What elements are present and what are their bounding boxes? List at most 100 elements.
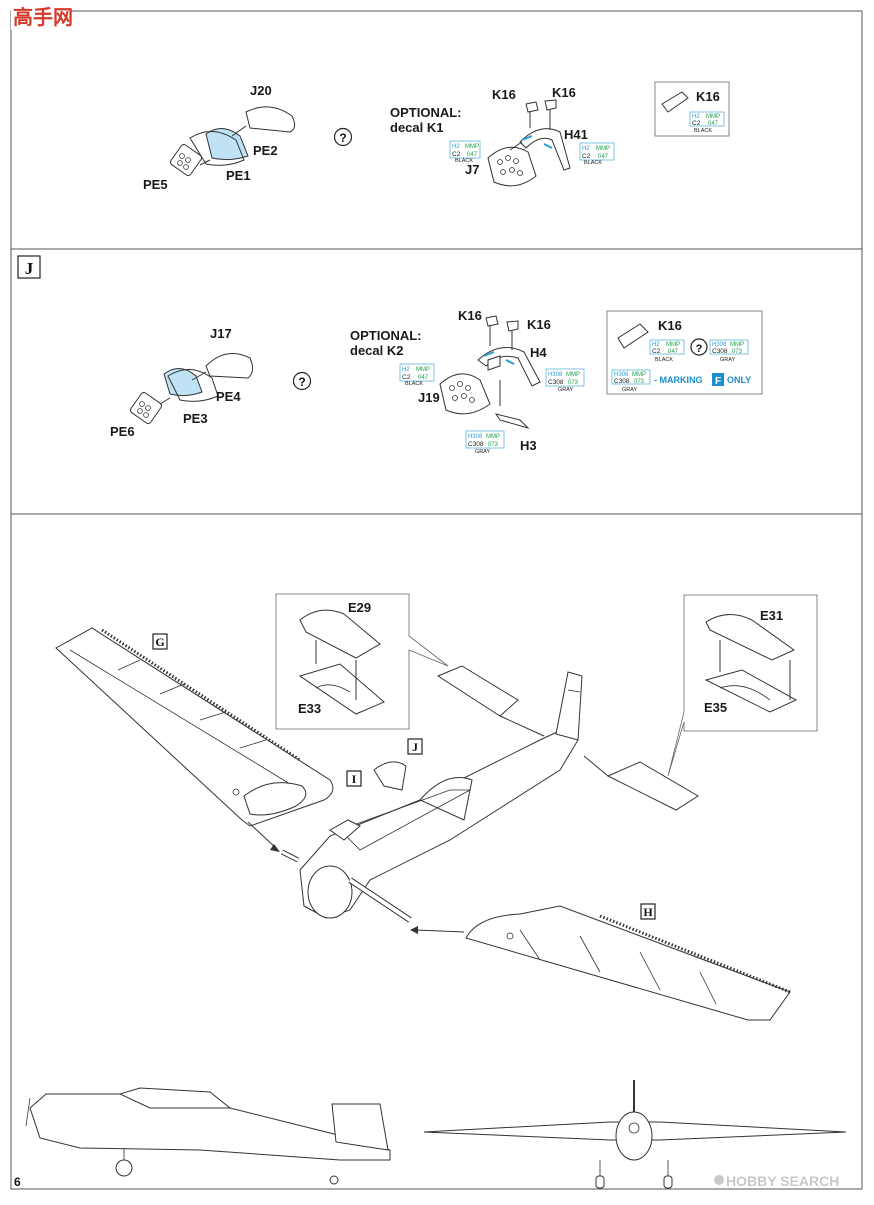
svg-text:C2: C2 [692,120,701,127]
svg-text:C308: C308 [614,378,630,385]
svg-text:高手网: 高手网 [13,5,73,29]
step-j-canopy-group: J17 PE4 PE3 PE6 [110,326,254,439]
svg-text:GRAY: GRAY [720,357,736,363]
svg-text:MMP: MMP [566,372,580,378]
page-number: 6 [14,1175,21,1189]
svg-text:I: I [352,772,357,786]
choice-symbol-i: ? [333,127,353,147]
part-j7-shape [487,146,537,187]
svg-text:BLACK: BLACK [584,160,602,166]
svg-text:?: ? [298,375,305,389]
svg-text:C2: C2 [402,374,411,381]
svg-text:H308: H308 [712,342,727,348]
svg-text:073: 073 [568,380,579,386]
fuselage [280,671,583,923]
svg-text:BLACK: BLACK [455,158,473,164]
step-j-badge: J [17,255,41,279]
svg-text:H2: H2 [452,144,460,150]
step-j-panel-group: K16 K16 H4 J19 H3 [418,308,551,453]
label-k16-j-a: K16 [458,308,482,323]
svg-text:H2: H2 [692,114,700,120]
svg-text:BLACK: BLACK [405,381,423,387]
label-k16-i-b: K16 [552,85,576,100]
svg-text:H2: H2 [582,146,590,152]
svg-text:F: F [715,376,721,387]
svg-text:C2: C2 [652,348,661,355]
svg-text:ONLY: ONLY [727,375,751,385]
svg-text:MMP: MMP [666,342,680,348]
label-e35: E35 [704,700,727,715]
svg-text:047: 047 [668,349,679,355]
svg-text:G: G [155,635,164,649]
label-pe6: PE6 [110,424,135,439]
label-pe3: PE3 [183,411,208,426]
svg-text:MMP: MMP [730,342,744,348]
step-j: J J17 PE4 PE3 PE6 ? OPTIONAL: decal K2 H… [17,255,763,455]
label-j7: J7 [465,162,479,177]
optional-heading-i: OPTIONAL: [390,105,462,120]
label-h3: H3 [520,438,537,453]
svg-text:073: 073 [488,442,499,448]
callout-h: H [640,903,656,920]
svg-text:MMP: MMP [632,372,646,378]
svg-text:H308: H308 [548,372,563,378]
step-i: J20 PE2 PE1 PE5 ? OPTIONAL: decal K1 H2 … [143,81,730,192]
optional-decal-i: decal K1 [390,120,443,135]
svg-text:BLACK: BLACK [694,128,712,134]
svg-text:MMP: MMP [486,434,500,440]
optional-decal-j: decal K2 [350,343,403,358]
label-j19: J19 [418,390,440,405]
svg-text:C2: C2 [452,151,461,158]
step-i-canopy-group: J20 PE2 PE1 PE5 [143,83,296,192]
svg-text:C308: C308 [548,379,564,386]
color-chip-i-1: H2 MMP C2 047 BLACK [449,140,481,164]
color-chip-j-black: H2 MMP C2 047 BLACK [399,363,435,387]
part-pe1-shape [189,131,245,166]
svg-text:MMP: MMP [706,114,720,120]
svg-text:C2: C2 [582,153,591,160]
color-chip-i-2: H2 MMP C2 047 BLACK [579,142,615,166]
svg-text:047: 047 [467,152,478,158]
label-pe4: PE4 [216,389,241,404]
label-e31: E31 [760,608,783,623]
marking-note: - MARKING [654,375,703,385]
optional-heading-j: OPTIONAL: [350,328,422,343]
step-i-panel-group: K16 K16 H41 J7 [465,85,588,187]
svg-text:MMP: MMP [465,144,479,150]
svg-text:BLACK: BLACK [655,357,673,363]
color-chip-j-gray-1: H308 MMP C308 073 GRAY [545,368,585,393]
detail-box-e29-e33: E29 E33 [275,593,449,730]
label-k16-i-a: K16 [492,87,516,102]
site-logo: 高手网 [11,2,73,30]
label-j17: J17 [210,326,232,341]
part-h41-shape [519,128,571,171]
label-j20: J20 [250,83,272,98]
k16-detail-box-j: K16 H2 MMP C2 047 BLACK ? H308 MMP C308 … [606,310,763,395]
k16-detail-box-i: K16 H2 MMP C2 047 BLACK [654,81,730,137]
label-pe1: PE1 [226,168,251,183]
svg-text:K16: K16 [696,89,720,104]
side-view [25,1087,391,1185]
label-pe2: PE2 [253,143,278,158]
label-k16-j-b: K16 [527,317,551,332]
svg-text:H2: H2 [652,342,660,348]
svg-text:GRAY: GRAY [622,387,638,393]
svg-text:MMP: MMP [416,367,430,373]
svg-text:GRAY: GRAY [475,449,491,455]
watermark-bottom: HOBBY SEARCH [714,1173,839,1189]
svg-text:HOBBY SEARCH: HOBBY SEARCH [726,1173,839,1189]
svg-text:H2: H2 [402,367,410,373]
svg-text:?: ? [696,343,703,355]
svg-text:C308: C308 [468,441,484,448]
label-h41: H41 [564,127,588,142]
svg-text:MMP: MMP [596,146,610,152]
svg-text:?: ? [339,131,346,145]
part-j20-shape [245,106,296,133]
part-pe5-shape [169,143,203,177]
callout-j: J [407,738,423,755]
svg-text:K16: K16 [658,318,682,333]
svg-text:H308: H308 [614,372,629,378]
svg-text:H: H [643,905,653,919]
